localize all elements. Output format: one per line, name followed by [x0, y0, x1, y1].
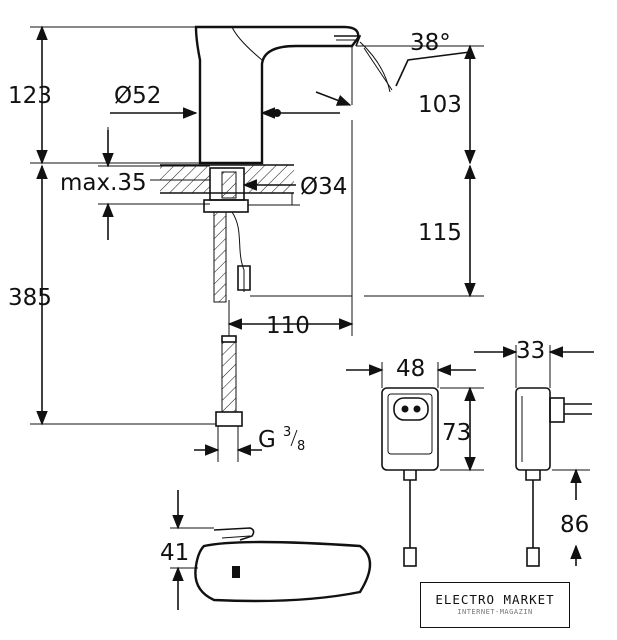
power-adapter-front [346, 362, 484, 567]
mounting-assembly [203, 167, 251, 303]
dim-height-top: 123 [8, 83, 52, 109]
logo-subtitle: INTERNET-MAGAZIN [457, 608, 533, 616]
dim-thread-num: 3 [283, 425, 291, 440]
dim-under-counter: 115 [418, 220, 462, 246]
logo-title: ELECTRO MARKET [435, 592, 555, 607]
dim-spout-angle: 38° [410, 30, 451, 56]
dim-thread-den: 8 [297, 439, 305, 454]
supply-hose [215, 335, 243, 427]
dim-hole-diameter: Ø34 [300, 174, 347, 200]
dim-adapter-height: 73 [442, 420, 471, 446]
sensor-window [232, 566, 240, 578]
dim-sensor-height: 41 [160, 540, 189, 566]
dim-thread: G 3 8 [258, 425, 305, 454]
dim-spout-height: 103 [418, 92, 462, 118]
dimension-lines [30, 25, 484, 462]
dim-thread-base: G [258, 427, 276, 453]
dim-spout-diameter: Ø52 [114, 83, 161, 109]
faucet-body [194, 25, 362, 165]
dim-total-depth: 385 [8, 285, 52, 311]
power-adapter-side [474, 345, 594, 567]
dim-adapter-depth: 33 [516, 338, 545, 364]
dim-cable-length: 86 [560, 512, 589, 538]
dim-reach: 110 [266, 313, 310, 339]
spout-top-view [170, 490, 372, 610]
dim-adapter-width: 48 [396, 356, 425, 382]
electro-market-logo: ELECTRO MARKET INTERNET-MAGAZIN [420, 582, 570, 628]
dim-max-thickness: max.35 [60, 170, 147, 196]
